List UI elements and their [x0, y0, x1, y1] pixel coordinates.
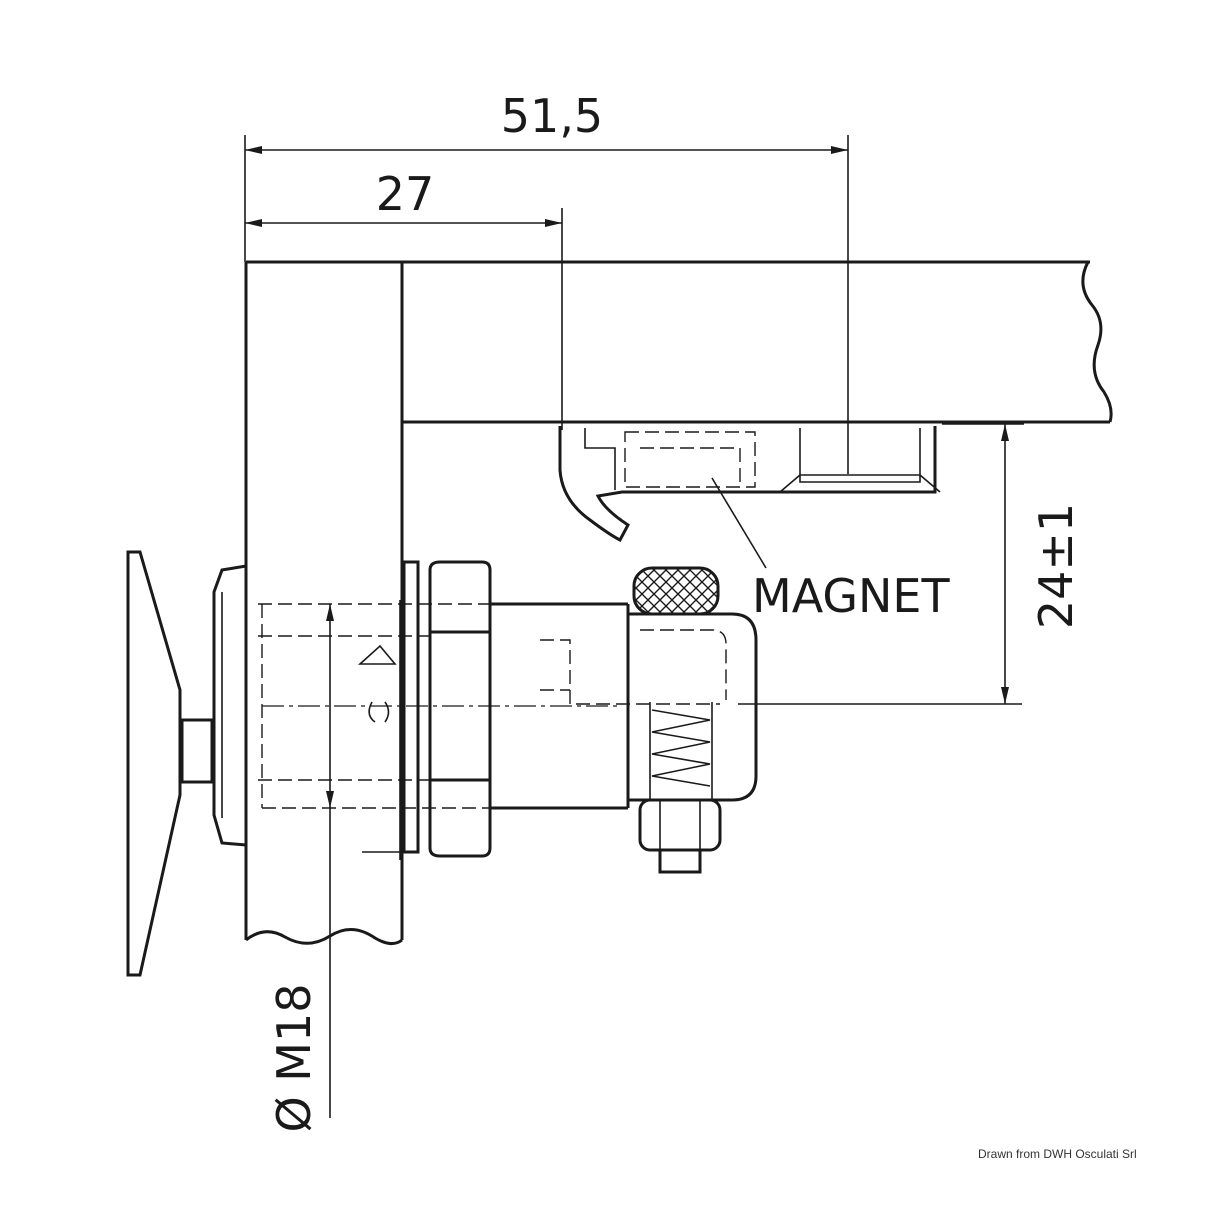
- washer: [402, 560, 420, 854]
- magnet-callout: MAGNET: [711, 477, 950, 623]
- hex-nut: [428, 560, 492, 858]
- drawing-credit: Drawn from DWH Osculati Srl: [978, 1147, 1137, 1161]
- dimension-height-label: 24±1: [1029, 503, 1083, 629]
- dimension-thread-label: Ø M18: [267, 983, 321, 1132]
- cabinet-panel: [246, 260, 1113, 424]
- set-screw: [638, 798, 722, 874]
- dimension-thread: Ø M18: [267, 604, 334, 1133]
- dimension-height: 24±1: [738, 423, 1083, 705]
- dimension-latch-edge-label: 27: [376, 167, 435, 221]
- dimension-overall-width: 51,5: [244, 89, 849, 474]
- knob-handle[interactable]: [126, 550, 248, 977]
- dimension-overall-width-label: 51,5: [501, 89, 603, 143]
- magnet-label: MAGNET: [752, 569, 950, 623]
- latch-barrel: [490, 602, 720, 810]
- dimension-latch-edge: 27: [245, 167, 563, 430]
- magnet-catch: [558, 426, 941, 542]
- threaded-body: [258, 600, 622, 860]
- door-panel: [244, 262, 404, 945]
- latch-bolt[interactable]: [628, 566, 758, 802]
